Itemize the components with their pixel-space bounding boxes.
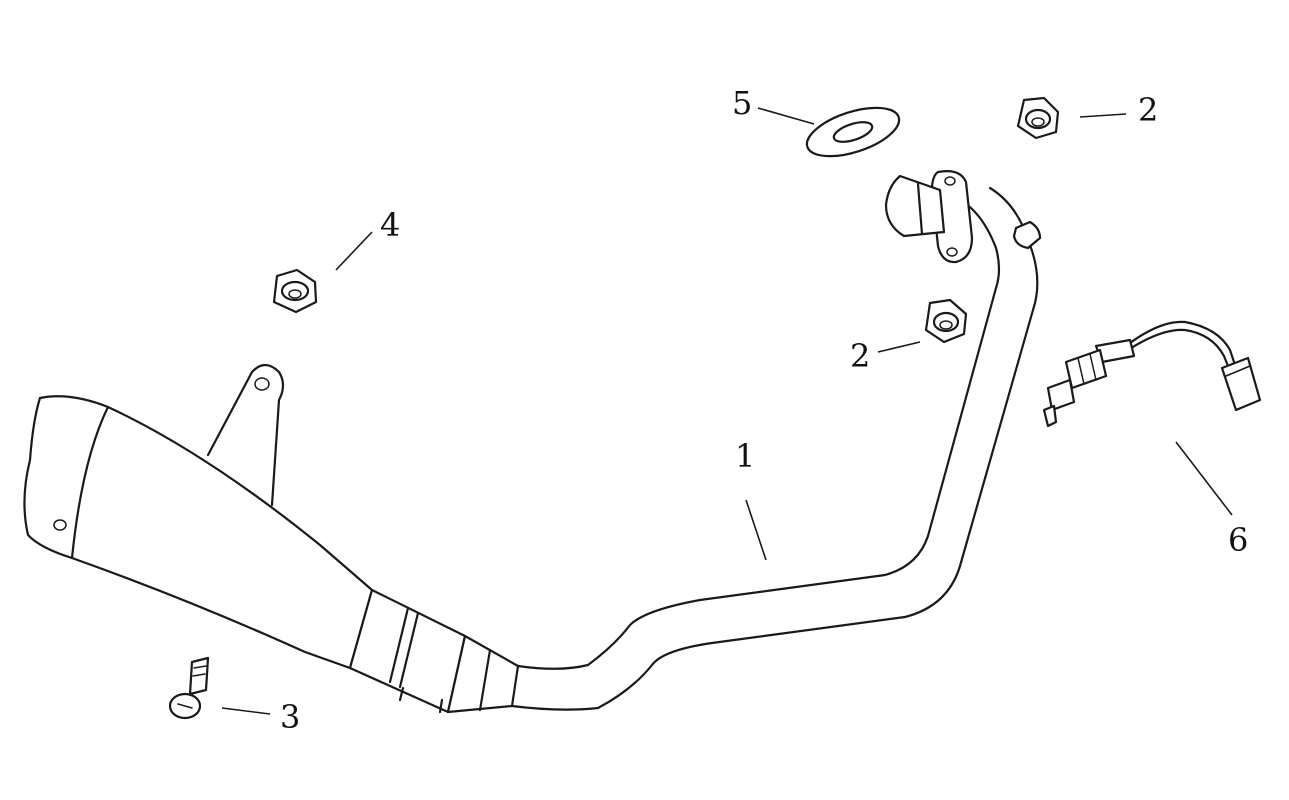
leader-lines — [221, 107, 1233, 715]
callout-3: 3 — [280, 698, 300, 736]
hex-nut-icon — [1016, 96, 1060, 140]
bolt-icon — [168, 656, 210, 720]
hex-nut-icon — [924, 298, 968, 344]
oxygen-sensor-icon — [1042, 320, 1262, 428]
gasket-icon — [805, 106, 901, 158]
hex-nut-icon — [272, 268, 318, 314]
callout-2-middle: 2 — [850, 337, 870, 375]
callout-1: 1 — [735, 437, 755, 475]
callout-6: 6 — [1228, 521, 1248, 559]
callout-5: 5 — [732, 84, 752, 122]
callout-4: 4 — [380, 206, 400, 244]
callout-2-top: 2 — [1138, 91, 1158, 129]
exhaust-assembly-icon — [23, 170, 1042, 714]
